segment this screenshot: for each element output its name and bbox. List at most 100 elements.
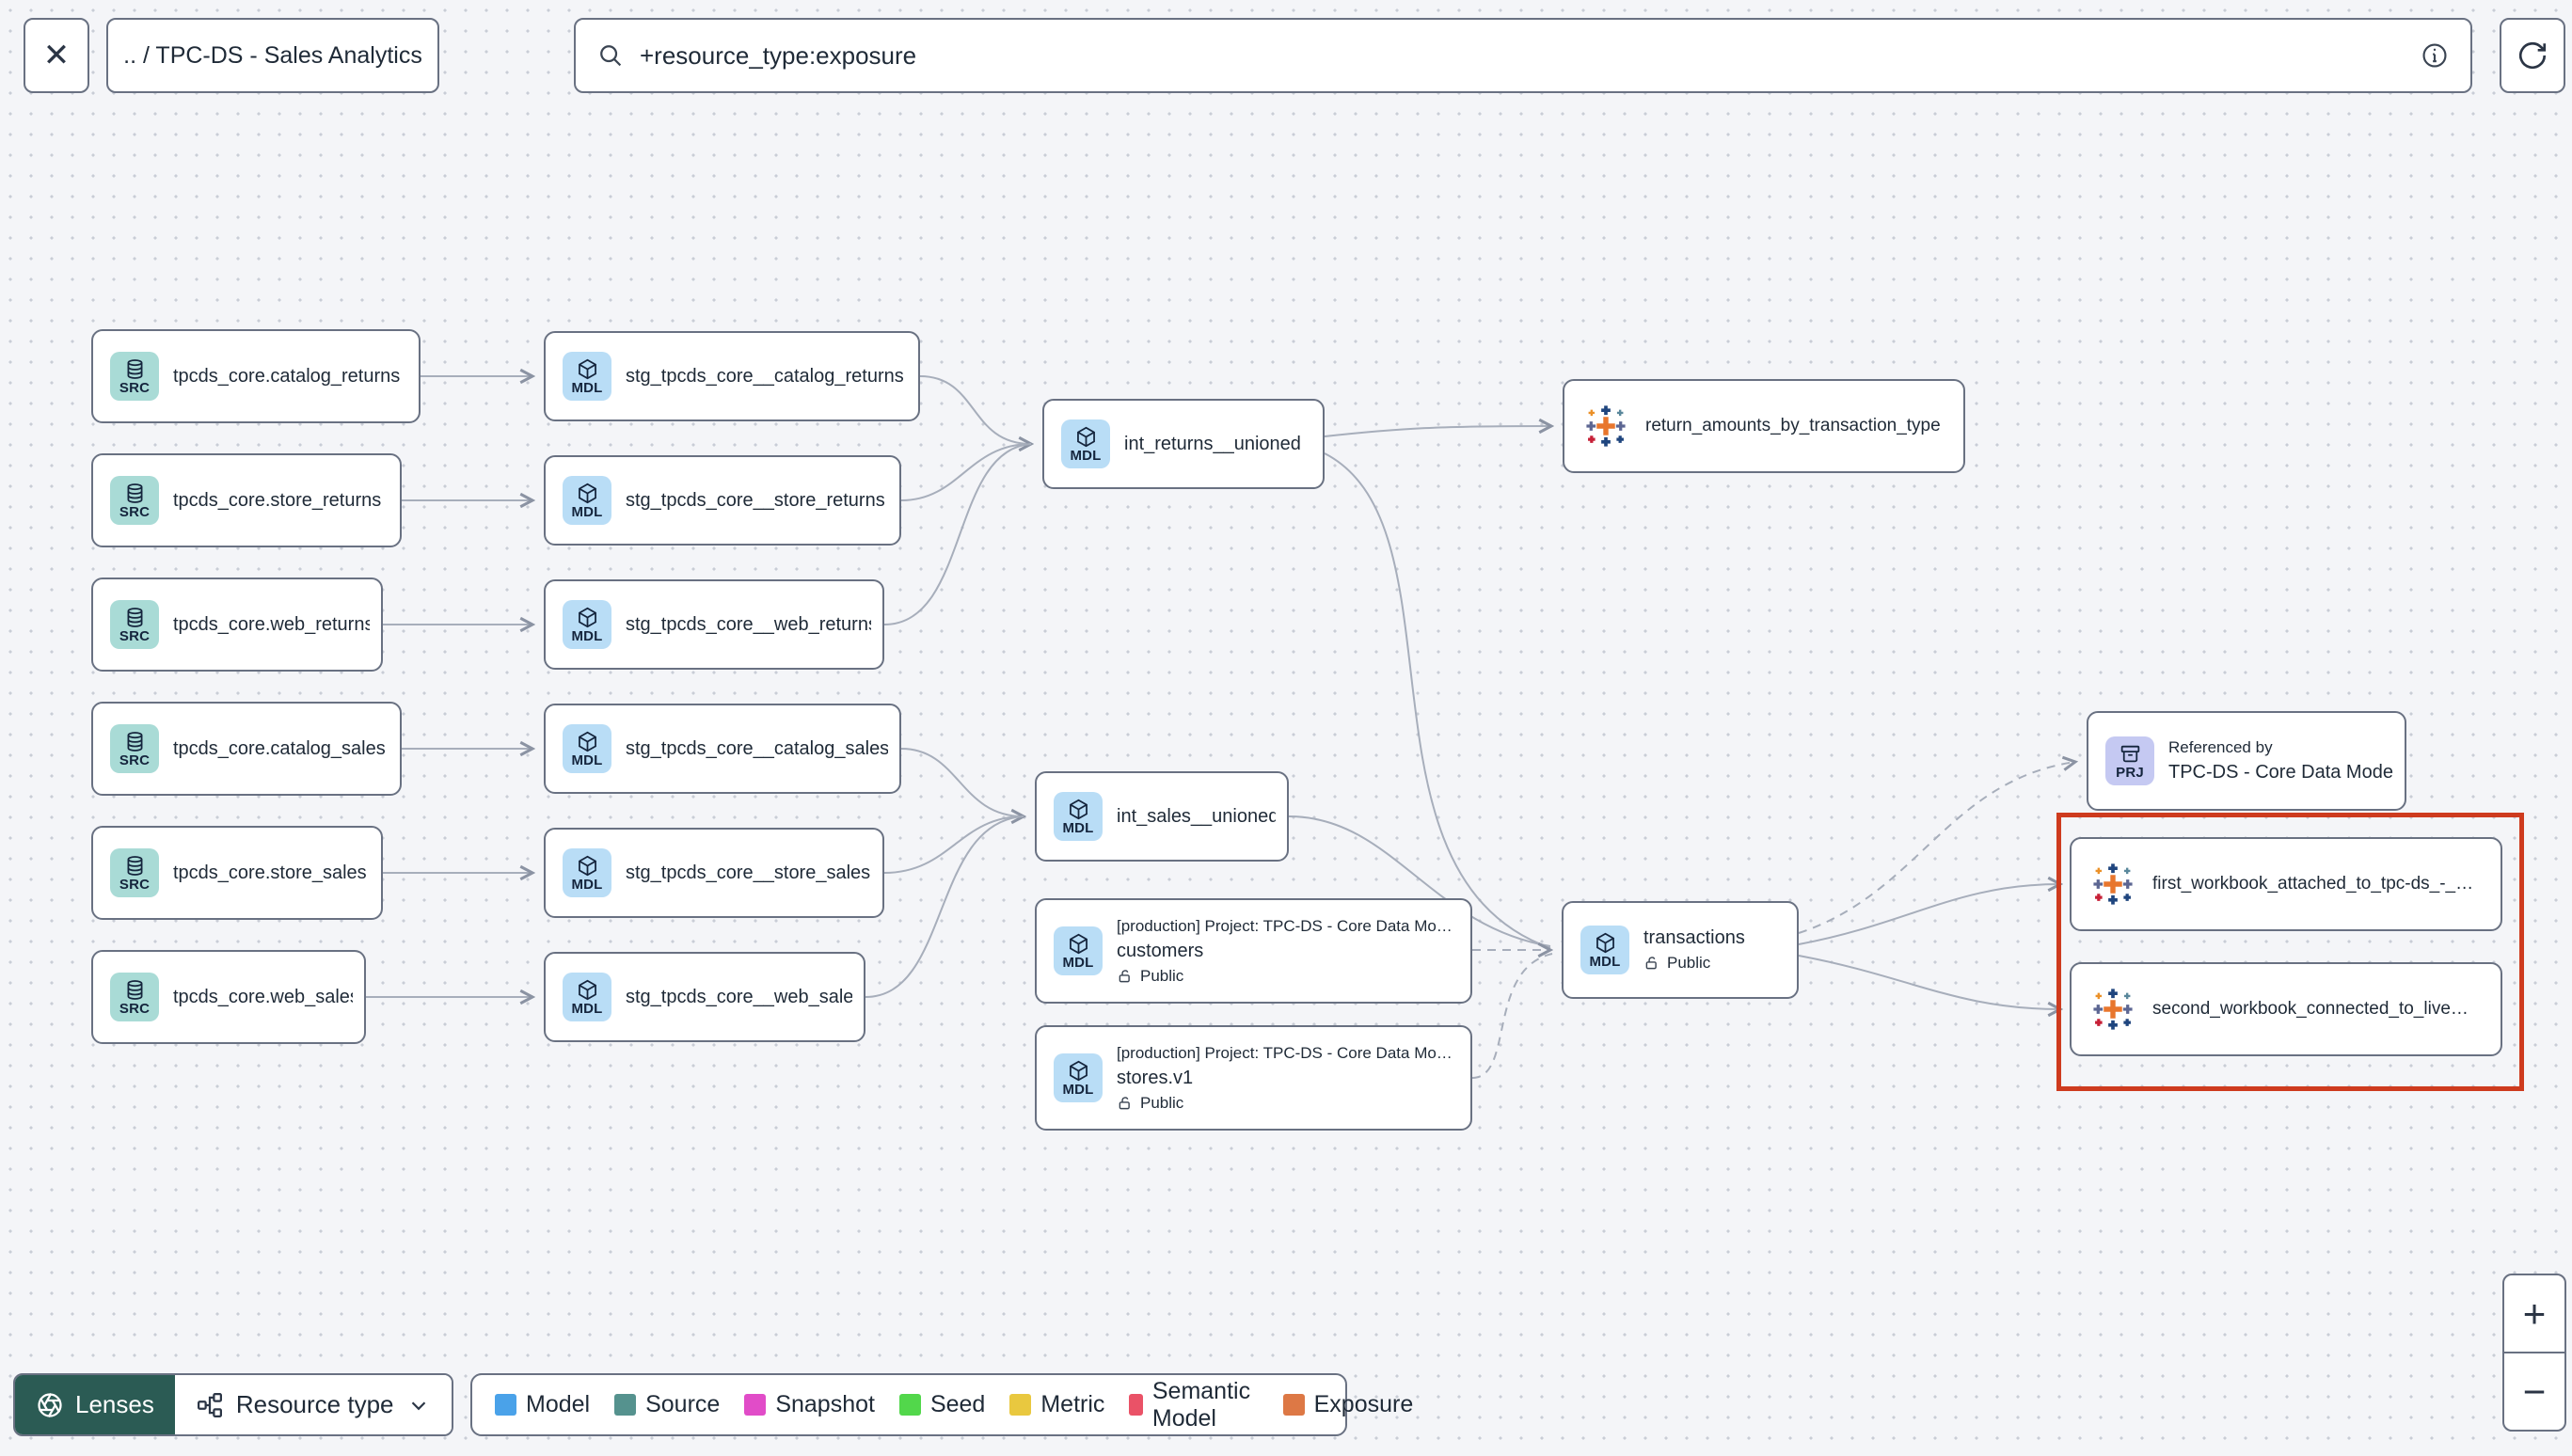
refresh-button[interactable] [2500, 18, 2565, 93]
model-node-stg-catalog-returns[interactable]: MDL stg_tpcds_core__catalog_returns [544, 331, 920, 421]
resource-type-label: Resource type [235, 1390, 394, 1418]
node-label: TPC-DS - Core Data Models [2168, 762, 2393, 783]
legend-item-seed: Seed [898, 1391, 985, 1418]
open-lock-icon [1117, 1095, 1134, 1112]
project-icon: PRJ [2105, 736, 2154, 785]
zoom-in-button[interactable]: + [2504, 1275, 2564, 1353]
legend-chip-source [614, 1394, 637, 1416]
node-label: stg_tpcds_core__store_returns [626, 489, 885, 511]
model-node-stg-store-returns[interactable]: MDL stg_tpcds_core__store_returns [544, 455, 901, 546]
legend-chip-model [495, 1394, 516, 1416]
model-node-stg-catalog-sales[interactable]: MDL stg_tpcds_core__catalog_sales [544, 704, 901, 794]
zoom-out-button[interactable]: − [2504, 1353, 2564, 1430]
tableau-icon [1581, 402, 1630, 451]
project-line: [production] Project: TPC-DS - Core Data… [1117, 916, 1453, 935]
source-node-catalog-returns[interactable]: SRC tpcds_core.catalog_returns [91, 329, 421, 423]
open-lock-icon [1643, 955, 1660, 972]
node-label: tpcds_core.web_sales [173, 986, 353, 1007]
node-label: int_sales__unioned [1117, 805, 1276, 827]
breadcrumb[interactable]: .. / TPC-DS - Sales Analytics [106, 18, 439, 93]
model-icon: MDL [563, 600, 611, 649]
node-label: tpcds_core.web_returns [173, 613, 370, 635]
model-node-int-returns-unioned[interactable]: MDL int_returns__unioned [1042, 399, 1325, 489]
close-icon: ✕ [42, 38, 71, 73]
info-icon[interactable] [2420, 40, 2450, 71]
legend-item-snapshot: Snapshot [744, 1391, 875, 1418]
model-node-stores-v1[interactable]: MDL [production] Project: TPC-DS - Core … [1035, 1025, 1472, 1131]
node-label: int_returns__unioned [1124, 433, 1301, 454]
legend-item-source: Source [614, 1391, 720, 1418]
source-icon: SRC [110, 973, 159, 1021]
search-icon [600, 45, 622, 67]
model-icon: MDL [563, 476, 611, 525]
legend-item-model: Model [495, 1391, 590, 1418]
visibility-row: Public [1643, 954, 1745, 973]
lenses-control: Lenses Resource type [13, 1373, 453, 1436]
network-icon [197, 1392, 222, 1417]
legend-chip-metric [1009, 1394, 1032, 1416]
lenses-label: Lenses [75, 1390, 154, 1418]
model-node-int-sales-unioned[interactable]: MDL int_sales__unioned [1035, 771, 1289, 862]
search-input[interactable] [640, 40, 2420, 71]
model-node-stg-web-sales[interactable]: MDL stg_tpcds_core__web_sales [544, 952, 865, 1042]
model-icon: MDL [1054, 1053, 1103, 1102]
model-node-stg-store-sales[interactable]: MDL stg_tpcds_core__store_sales [544, 828, 884, 918]
source-node-store-sales[interactable]: SRC tpcds_core.store_sales [91, 826, 383, 920]
node-label: transactions [1643, 927, 1745, 948]
node-label: tpcds_core.catalog_returns [173, 365, 401, 387]
zoom-controls: + − [2502, 1274, 2566, 1432]
minus-icon: − [2522, 1369, 2547, 1414]
resource-type-dropdown[interactable]: Resource type [174, 1375, 452, 1434]
refresh-icon [2518, 41, 2547, 70]
model-node-stg-web-returns[interactable]: MDL stg_tpcds_core__web_returns [544, 579, 884, 670]
exposure-node-first-workbook[interactable]: first_workbook_attached_to_tpc-ds_-_… [2070, 837, 2502, 931]
referenced-by-node[interactable]: PRJ Referenced by TPC-DS - Core Data Mod… [2087, 711, 2406, 811]
model-node-transactions[interactable]: MDL transactions Public [1562, 901, 1799, 999]
node-label: tpcds_core.store_returns [173, 489, 382, 511]
source-icon: SRC [110, 848, 159, 897]
breadcrumb-label: .. / TPC-DS - Sales Analytics [123, 41, 422, 69]
model-icon: MDL [1054, 792, 1103, 841]
node-label: second_workbook_connected_to_live… [2152, 999, 2469, 1019]
source-node-web-returns[interactable]: SRC tpcds_core.web_returns [91, 578, 383, 672]
model-icon: MDL [563, 352, 611, 401]
node-label: tpcds_core.catalog_sales [173, 737, 386, 759]
resource-type-legend: Model Source Snapshot Seed Metric Semant… [470, 1373, 1413, 1436]
node-label: first_workbook_attached_to_tpc-ds_-_… [2152, 874, 2474, 894]
node-label: stg_tpcds_core__store_sales [626, 862, 871, 883]
legend-chip-exposure [1282, 1394, 1305, 1416]
source-node-web-sales[interactable]: SRC tpcds_core.web_sales [91, 950, 366, 1044]
source-node-catalog-sales[interactable]: SRC tpcds_core.catalog_sales [91, 702, 402, 796]
model-node-customers[interactable]: MDL [production] Project: TPC-DS - Core … [1035, 898, 1472, 1004]
legend-chip-seed [898, 1394, 921, 1416]
tableau-icon [2088, 985, 2137, 1034]
node-label: stg_tpcds_core__web_returns [626, 613, 871, 635]
model-icon: MDL [1580, 926, 1629, 974]
source-icon: SRC [110, 476, 159, 525]
lenses-button[interactable]: Lenses [15, 1375, 175, 1434]
legend-chip-snapshot [744, 1394, 767, 1416]
chevron-down-icon [411, 1401, 425, 1410]
source-node-store-returns[interactable]: SRC tpcds_core.store_returns [91, 453, 402, 547]
legend-item-semantic-model: Semantic Model [1129, 1378, 1258, 1432]
model-icon: MDL [563, 724, 611, 773]
search-bar [574, 18, 2472, 93]
aperture-icon [38, 1392, 62, 1417]
legend-item-exposure: Exposure [1282, 1391, 1413, 1418]
open-lock-icon [1117, 968, 1134, 985]
node-label: customers [1117, 940, 1204, 961]
node-label: stg_tpcds_core__web_sales [626, 986, 852, 1007]
legend-chip-semantic-model [1129, 1394, 1143, 1416]
close-button[interactable]: ✕ [24, 18, 89, 93]
source-icon: SRC [110, 600, 159, 649]
visibility-row: Public [1117, 967, 1453, 986]
visibility-row: Public [1117, 1094, 1453, 1113]
exposure-node-return-amounts[interactable]: return_amounts_by_transaction_type [1563, 379, 1965, 473]
legend-item-metric: Metric [1009, 1391, 1104, 1418]
node-label: stg_tpcds_core__catalog_returns [626, 365, 904, 387]
exposure-node-second-workbook[interactable]: second_workbook_connected_to_live… [2070, 962, 2502, 1056]
model-icon: MDL [563, 848, 611, 897]
node-label: return_amounts_by_transaction_type [1645, 416, 1941, 435]
